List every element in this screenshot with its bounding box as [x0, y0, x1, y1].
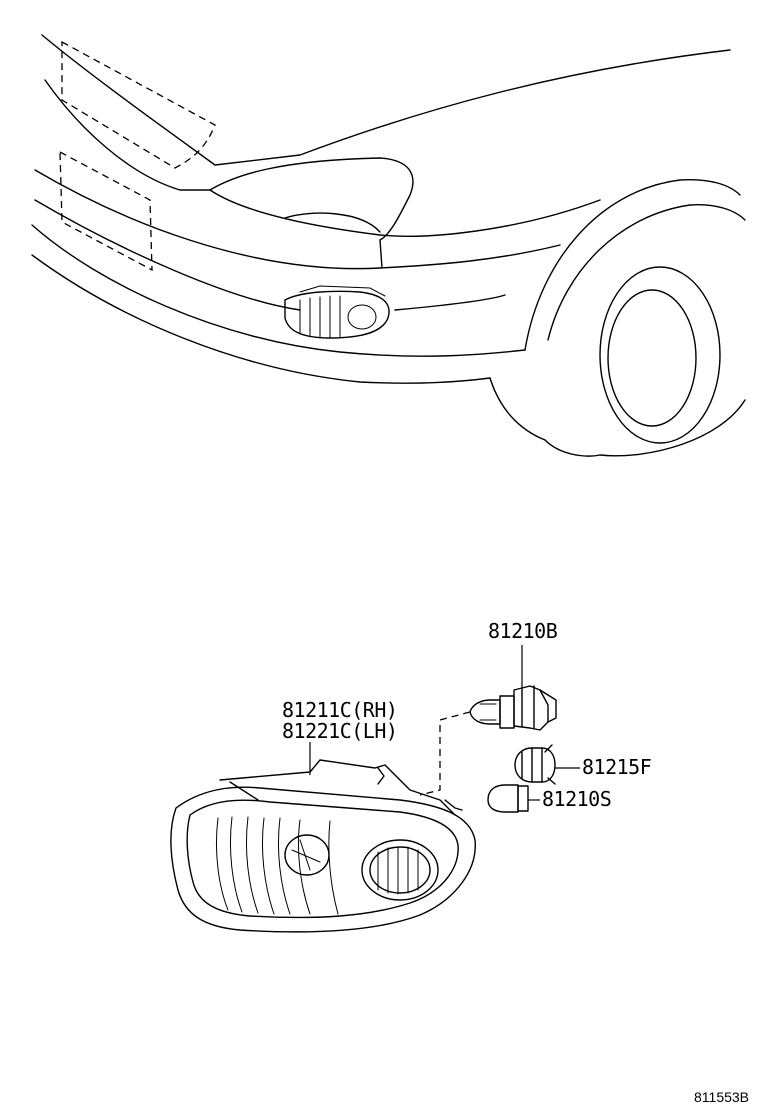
callout-81210s: 81210S: [542, 787, 611, 811]
car-front-illustration: [31, 34, 746, 457]
bulb-81210s: [487, 784, 529, 813]
callout-81210b: 81210B: [488, 619, 558, 643]
callout-81221c-lh: 81221C(LH): [282, 719, 397, 743]
callout-81211c-rh: 81211C(RH): [282, 698, 397, 722]
figure-id: 811553B: [694, 1089, 749, 1105]
fog-lamp-assembly: [170, 759, 476, 933]
socket-81215f: [514, 744, 556, 785]
bulb-81210b: [469, 685, 557, 731]
callout-81215f: 81215F: [582, 755, 651, 779]
connection-lines: [309, 645, 580, 801]
